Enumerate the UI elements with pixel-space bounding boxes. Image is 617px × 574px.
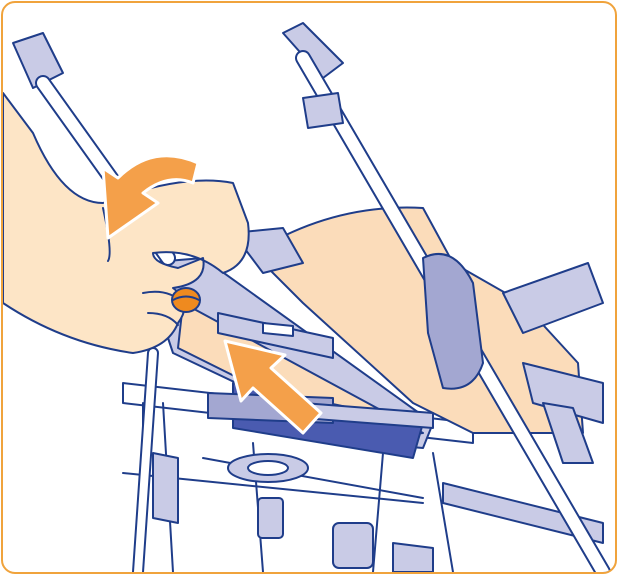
release-button-icon bbox=[172, 288, 200, 312]
stroller-illustration bbox=[3, 3, 615, 572]
